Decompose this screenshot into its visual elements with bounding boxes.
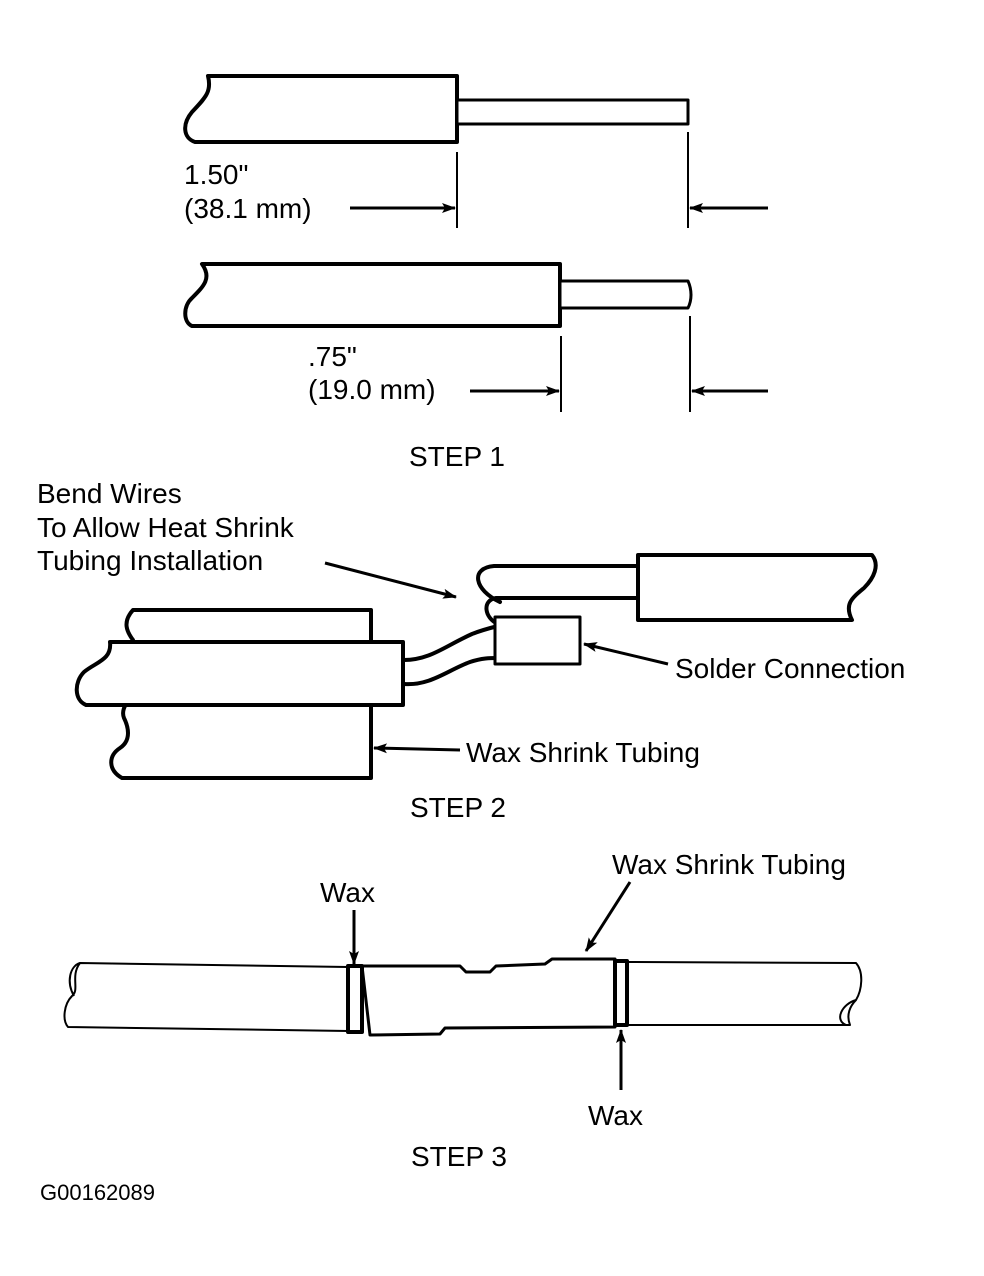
wire-insulation-left	[74, 640, 405, 707]
wire-insulation-right	[636, 553, 878, 622]
bend-note-arrow-icon	[324, 561, 457, 599]
dimension-inches-short: .75"	[308, 341, 357, 372]
solder-connection	[493, 615, 582, 666]
wax-left-label: Wax	[320, 877, 375, 908]
wax-ring-right	[613, 959, 629, 1027]
stripped-conductor	[558, 279, 693, 310]
step1-wire-long-strip	[183, 74, 690, 144]
finished-splice	[63, 957, 863, 1037]
step1-wire-short-strip	[183, 262, 693, 328]
figure-id: G00162089	[40, 1180, 155, 1205]
solder-connection-label: Solder Connection	[675, 653, 905, 684]
bend-note-line1: Bend Wires	[37, 478, 182, 509]
wire-insulation	[183, 262, 562, 328]
tubing-arrow-icon	[373, 743, 461, 754]
step3-tubing-arrow-icon	[584, 881, 632, 952]
dimension-mm-long: (38.1 mm)	[184, 193, 312, 224]
bend-note-line3: Tubing Installation	[37, 545, 263, 576]
stripped-conductor	[455, 98, 690, 126]
step3-tubing-label: Wax Shrink Tubing	[612, 849, 846, 880]
step3-title: STEP 3	[411, 1141, 507, 1172]
dimension-inches-long: 1.50"	[184, 159, 248, 190]
solder-arrow-icon	[583, 642, 669, 666]
wax-ring-left	[346, 964, 364, 1034]
bend-note-line2: To Allow Heat Shrink	[37, 512, 295, 543]
wire-insulation	[183, 74, 459, 144]
step1-dimension-long: 1.50" (38.1 mm)	[184, 132, 768, 228]
dimension-mm-short: (19.0 mm)	[308, 374, 436, 405]
step1-title: STEP 1	[409, 441, 505, 472]
step1-dimension-short: .75" (19.0 mm)	[308, 316, 768, 412]
wax-shrink-tubing-label: Wax Shrink Tubing	[466, 737, 700, 768]
step2-title: STEP 2	[410, 792, 506, 823]
wax-right-label: Wax	[588, 1100, 643, 1131]
